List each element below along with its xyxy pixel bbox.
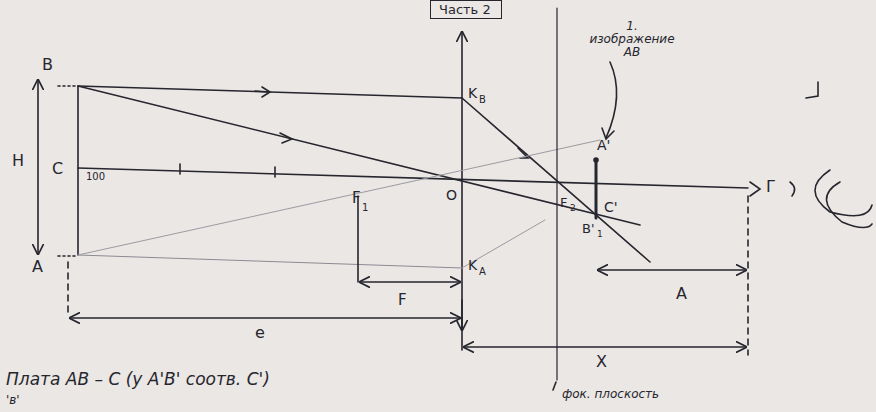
height-arrow (37, 80, 39, 254)
dashed-line (67, 262, 69, 312)
dimension-arrow (464, 346, 746, 348)
callout-text: 1. изображение AB (582, 20, 682, 60)
dimension-label: F (398, 292, 407, 309)
margin-sketch (815, 170, 872, 216)
ray-arrow (280, 133, 292, 143)
dimension-arrow (70, 317, 460, 319)
dimension-arrow (360, 281, 460, 283)
faint-ray (78, 140, 600, 255)
point-label: A (32, 258, 43, 276)
focus-label: F (560, 196, 567, 210)
margin-sketch (790, 182, 795, 196)
title-box: Часть 2 (430, 0, 502, 19)
margin-mark (806, 82, 818, 98)
ray-arrow (255, 87, 270, 97)
dimension-label: X (596, 353, 607, 371)
dotted-mark (58, 255, 76, 257)
margin-sketch (826, 182, 872, 228)
point-label: Г (766, 178, 776, 196)
point-label: A' (597, 138, 610, 153)
dotted-mark (58, 85, 76, 87)
subscript: B (479, 94, 486, 105)
point-label: C' (604, 200, 618, 215)
note-text: Плата AB – C (у A'B' соотв. C') (6, 370, 270, 389)
point-label: B' (582, 222, 595, 236)
subscript: 1 (597, 230, 603, 240)
dimension-stop (461, 318, 463, 350)
tick (274, 167, 276, 177)
image-dot (594, 158, 598, 162)
optical-axis (78, 168, 748, 188)
focal-plane (556, 8, 557, 380)
box-title: Часть 2 (439, 2, 491, 17)
dimension-label: H (12, 152, 24, 170)
dimension-label: A (676, 285, 687, 303)
note-text: 'в' (6, 394, 20, 407)
dashed-line (747, 196, 749, 355)
ray (462, 98, 650, 262)
scale-number: 100 (86, 171, 105, 182)
point-label: C (52, 160, 63, 178)
faint-ray (78, 255, 462, 268)
callout-arrow (606, 62, 617, 138)
point-label: B (42, 56, 53, 74)
point-label: K (468, 86, 477, 101)
tick (179, 164, 181, 174)
point-label: O (446, 188, 457, 203)
note-text: фок. плоскость (562, 388, 659, 401)
focus-label: F (352, 190, 361, 207)
dimension-label: e (255, 324, 265, 342)
image-line (595, 160, 598, 218)
ray (78, 86, 462, 98)
subscript: 1 (362, 202, 368, 213)
dimension-arrow (598, 269, 746, 271)
object-line (77, 86, 79, 255)
subscript: A (479, 266, 486, 277)
leader-line (553, 382, 556, 390)
subscript: 2 (570, 204, 576, 214)
eye-symbol (750, 182, 760, 196)
ray (78, 86, 640, 225)
point-label: K (468, 258, 477, 273)
focus-line (357, 196, 359, 282)
